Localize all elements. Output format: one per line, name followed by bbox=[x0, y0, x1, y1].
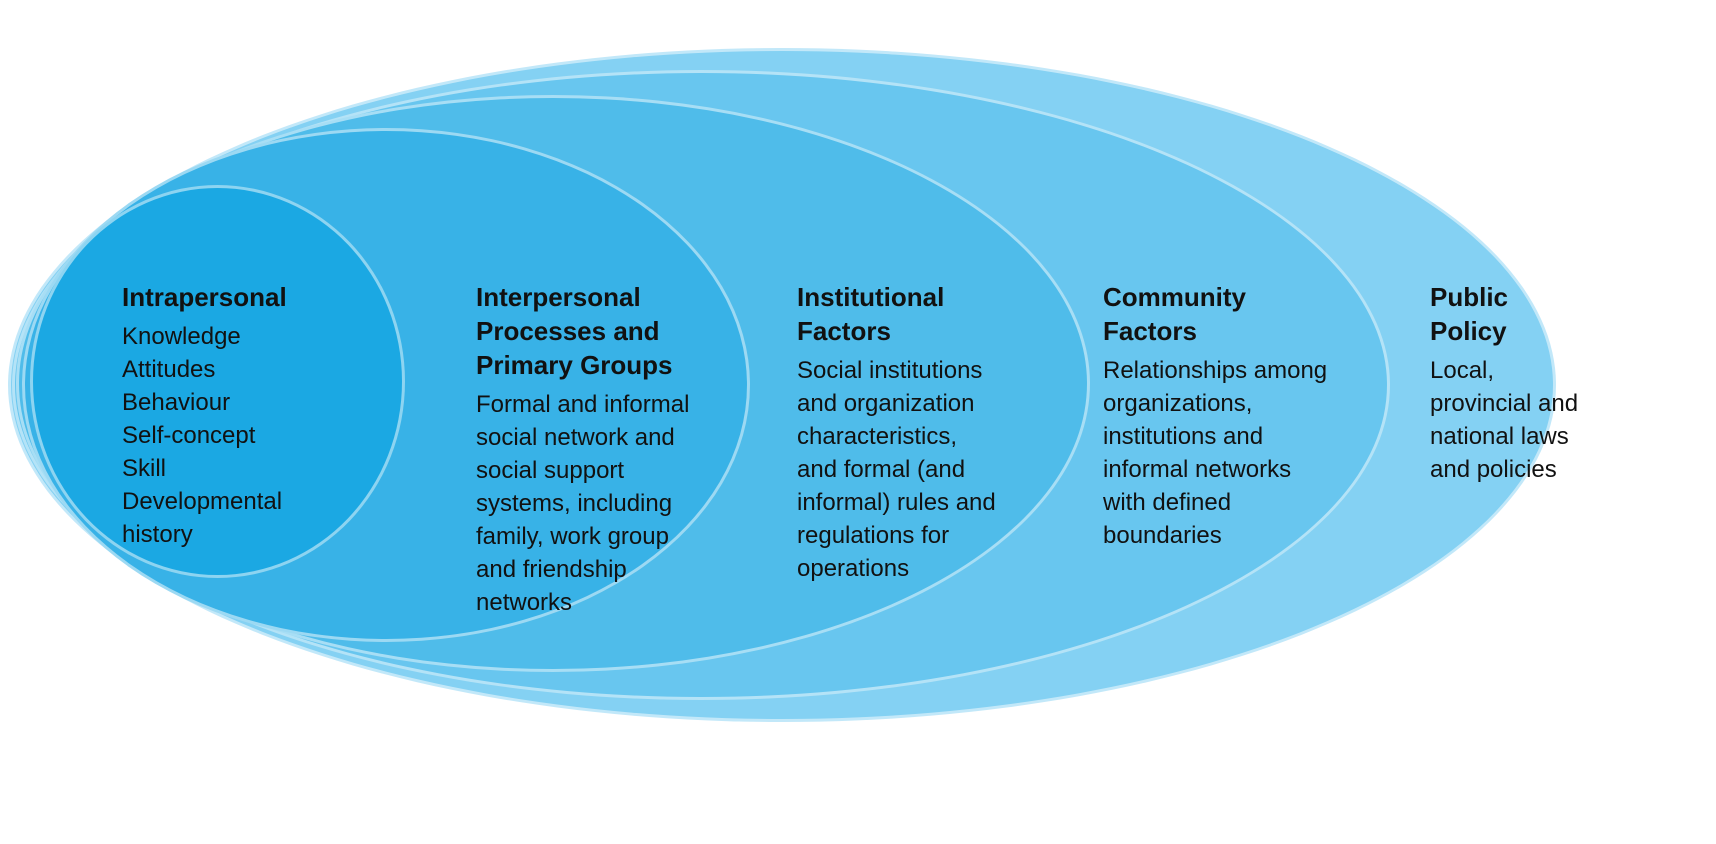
label-block-public-policy: Public Policy Local, provincial and nati… bbox=[1430, 280, 1640, 486]
ellipse-intrapersonal bbox=[30, 185, 405, 578]
ring-description-intrapersonal: Knowledge Attitudes Behaviour Self-conce… bbox=[122, 323, 283, 548]
ring-description-public-policy: Local, provincial and national laws and … bbox=[1430, 357, 1579, 483]
ring-description-institutional-factors: Social institutions and organization cha… bbox=[797, 357, 996, 582]
ring-title-public-policy: Public Policy bbox=[1430, 282, 1509, 346]
label-block-institutional-factors: Institutional Factors Social institution… bbox=[797, 280, 1049, 585]
ring-title-intrapersonal: Intrapersonal bbox=[122, 282, 287, 312]
label-block-intrapersonal: Intrapersonal Knowledge Attitudes Behavi… bbox=[122, 280, 352, 551]
ring-title-institutional-factors: Institutional Factors bbox=[797, 282, 945, 346]
ring-description-interpersonal-processes: Formal and informal social network and s… bbox=[476, 391, 690, 616]
ring-title-community-factors: Community Factors bbox=[1103, 282, 1246, 346]
ring-description-community-factors: Relationships among organizations, insti… bbox=[1103, 357, 1328, 549]
ring-title-interpersonal-processes: Interpersonal Processes and Primary Grou… bbox=[476, 282, 673, 380]
label-block-interpersonal-processes: Interpersonal Processes and Primary Grou… bbox=[476, 280, 738, 619]
label-block-community-factors: Community Factors Relationships among or… bbox=[1103, 280, 1365, 552]
